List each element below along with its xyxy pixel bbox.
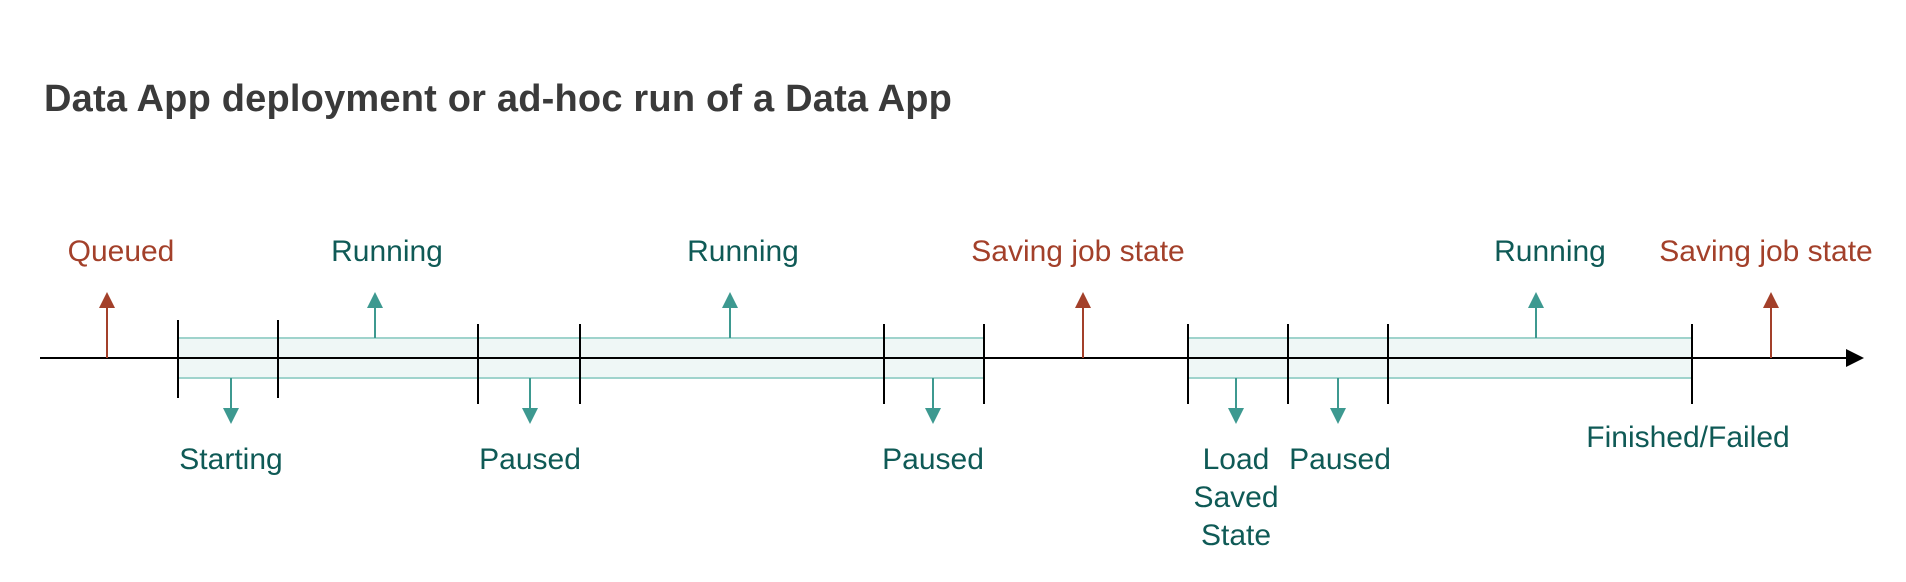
up-arrow-saving-2: [1763, 292, 1779, 358]
down-arrow-paused-2: [925, 378, 941, 424]
label-running-2: Running: [687, 235, 799, 268]
arrow-up-icon: [367, 292, 383, 308]
down-arrow-paused-3: [1330, 378, 1346, 424]
label-load-line-3: State: [1201, 519, 1271, 552]
up-arrow-running-2: [722, 292, 738, 338]
up-arrow-running-1: [367, 292, 383, 338]
arrow-down-icon: [223, 408, 239, 424]
arrow-up-icon: [1528, 292, 1544, 308]
arrow-up-icon: [99, 292, 115, 308]
up-arrow-running-3: [1528, 292, 1544, 338]
label-load-line-1: Load: [1203, 443, 1270, 476]
label-queued: Queued: [68, 235, 175, 268]
arrow-up-icon: [722, 292, 738, 308]
label-paused-3: Paused: [1289, 443, 1391, 476]
label-starting: Starting: [179, 443, 282, 476]
down-arrow-paused-1: [522, 378, 538, 424]
page-title: Data App deployment or ad-hoc run of a D…: [44, 78, 953, 120]
axis-arrow-icon: [1846, 349, 1864, 367]
label-paused-1: Paused: [479, 443, 581, 476]
up-arrow-queued: [99, 292, 115, 358]
down-arrow-load-saved-state: [1228, 378, 1244, 424]
up-arrow-saving-1: [1075, 292, 1091, 358]
label-saving-job-state-1: Saving job state: [971, 235, 1184, 268]
label-running-3: Running: [1494, 235, 1606, 268]
arrow-down-icon: [925, 408, 941, 424]
arrow-down-icon: [1330, 408, 1346, 424]
arrow-down-icon: [1228, 408, 1244, 424]
label-finished-failed: Finished/Failed: [1586, 421, 1789, 454]
label-saving-job-state-2: Saving job state: [1659, 235, 1872, 268]
label-load-line-2: Saved: [1193, 481, 1278, 514]
arrow-up-icon: [1075, 292, 1091, 308]
arrow-down-icon: [522, 408, 538, 424]
tick-marks: [177, 320, 1693, 404]
label-running-1: Running: [331, 235, 443, 268]
label-paused-2: Paused: [882, 443, 984, 476]
arrow-up-icon: [1763, 292, 1779, 308]
down-arrow-starting: [223, 378, 239, 424]
